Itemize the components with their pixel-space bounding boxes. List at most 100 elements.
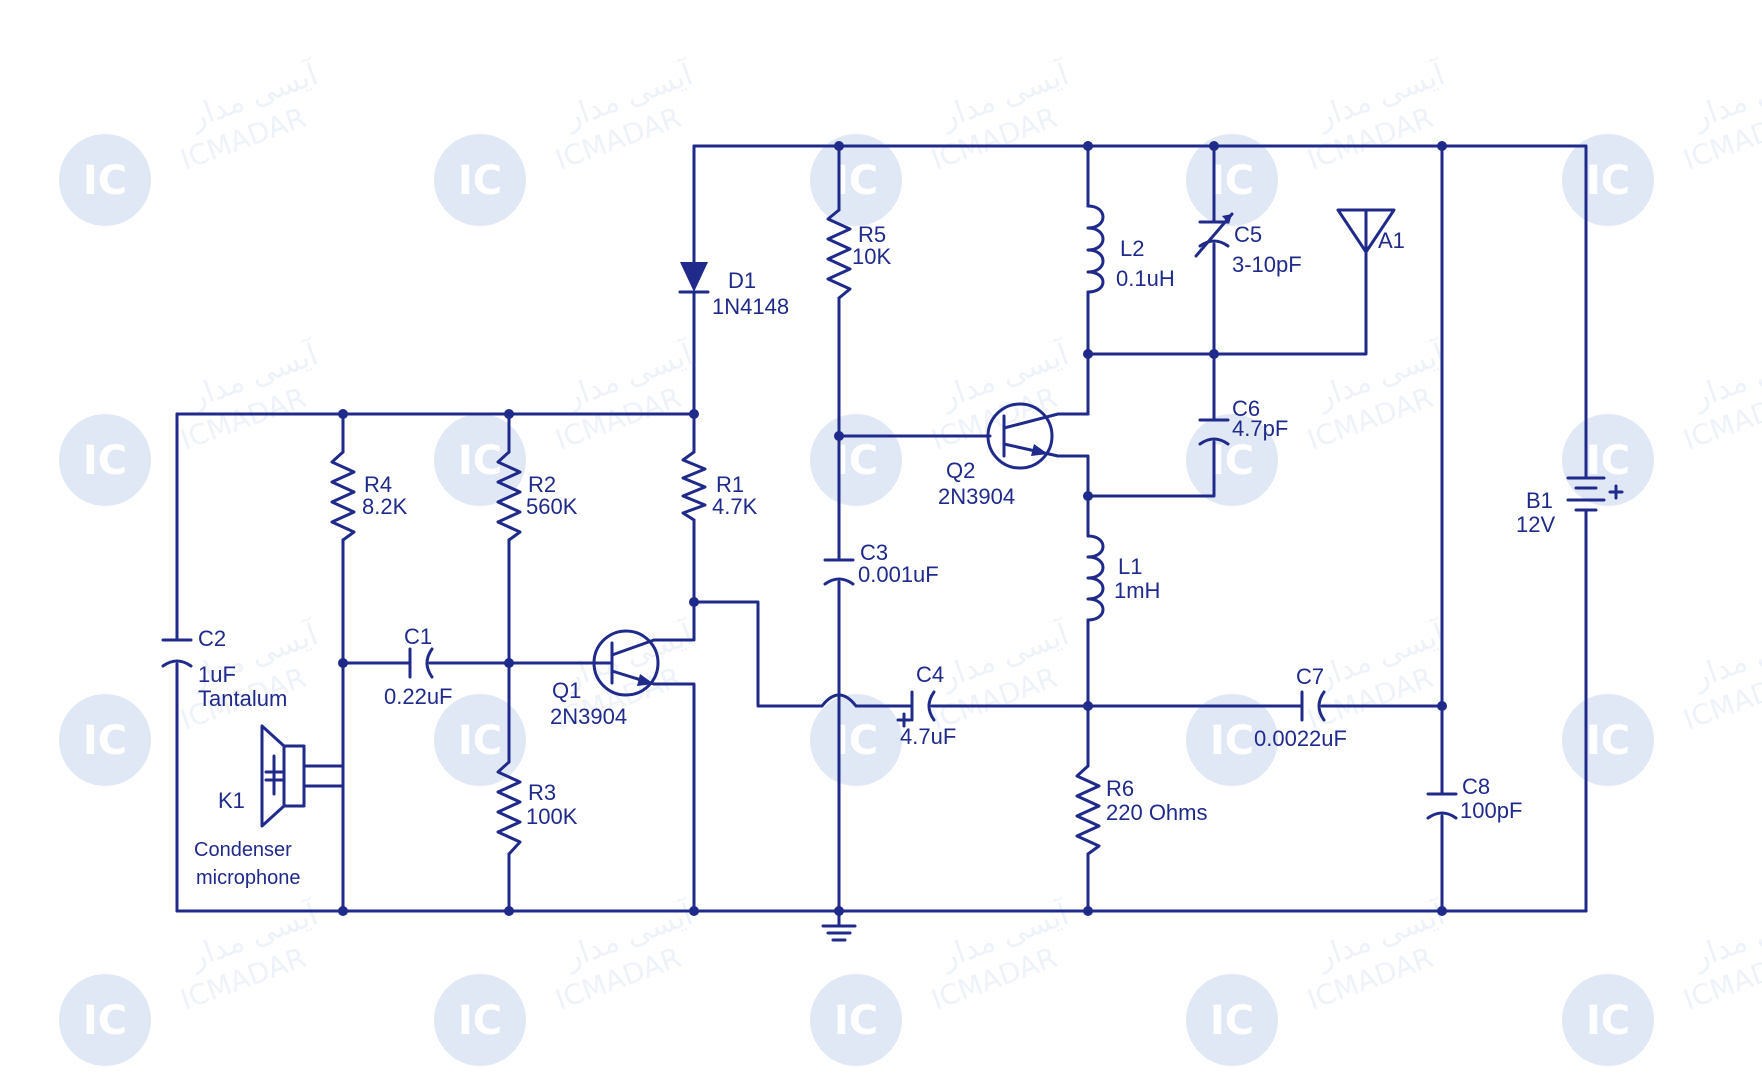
- r4-ref-label: R4: [364, 472, 392, 497]
- r6-resistor: [1075, 764, 1101, 856]
- c8-capacitor: [1426, 792, 1458, 820]
- c5-ref-label: C5: [1234, 222, 1262, 247]
- junction-dot: [338, 906, 348, 916]
- junction-dot: [504, 906, 514, 916]
- c2-value-label: 1uF: [198, 662, 236, 687]
- d1-value-label: 1N4148: [712, 294, 789, 319]
- c1-value-label: 0.22uF: [384, 684, 453, 709]
- watermark-logo-text: IC: [83, 998, 127, 1044]
- watermark-logo-text: IC: [458, 438, 502, 484]
- junction-dot: [689, 906, 699, 916]
- r5-resistor: [826, 208, 852, 300]
- c1-ref-label: C1: [404, 624, 432, 649]
- junction-dot: [1083, 141, 1093, 151]
- junction-dot: [338, 409, 348, 419]
- junction-dot: [834, 141, 844, 151]
- watermark-logo-text: IC: [834, 718, 878, 764]
- q1-emitter-wire: [652, 682, 696, 913]
- junction-dot: [1437, 701, 1447, 711]
- watermark-logo-text: IC: [458, 158, 502, 204]
- c6-bottom-wire: [1086, 440, 1216, 498]
- watermark-circle: [59, 134, 151, 226]
- q2-ref-label: Q2: [946, 458, 975, 483]
- r5-value-label: 10K: [852, 244, 891, 269]
- watermark-logo-text: IC: [83, 438, 127, 484]
- junction-dot: [1083, 701, 1093, 711]
- r2-resistor: [496, 450, 522, 542]
- watermark-logo-text: IC: [1586, 718, 1630, 764]
- junction-dot: [1209, 349, 1219, 359]
- watermark-circle: [810, 694, 902, 786]
- q1-collector-wire: [652, 600, 696, 642]
- r4-value-label: 8.2K: [362, 494, 408, 519]
- q2-value-label: 2N3904: [938, 484, 1015, 509]
- c7-ref-label: C7: [1296, 664, 1324, 689]
- q1-to-c4-wire: [692, 600, 914, 708]
- c2-note-label: Tantalum: [198, 686, 287, 711]
- c5-value-label: 3-10pF: [1232, 252, 1302, 277]
- b1-ref-label: B1: [1526, 488, 1553, 513]
- watermark-logo-text: IC: [458, 998, 502, 1044]
- junction-dot: [1209, 141, 1219, 151]
- a1-antenna: [1336, 208, 1396, 254]
- c2-ref-label: C2: [198, 626, 226, 651]
- junction-dot: [338, 658, 348, 668]
- l2-value-label: 0.1uH: [1116, 266, 1175, 291]
- c4-value-label: 4.7uF: [900, 724, 956, 749]
- labels: D1 1N4148 R5 10K L2 0.1uH C5 3-10pF A1 R…: [194, 222, 1555, 889]
- junction-dot: [834, 906, 844, 916]
- k1-line2-label: microphone: [196, 867, 301, 889]
- watermark-logo-text: IC: [834, 158, 878, 204]
- q1-ref-label: Q1: [552, 678, 581, 703]
- watermark-circle: [434, 694, 526, 786]
- watermark-circle: [1186, 414, 1278, 506]
- watermark-logo-text: IC: [834, 998, 878, 1044]
- r3-resistor: [496, 760, 522, 856]
- watermark-circle: [59, 694, 151, 786]
- l1-inductor: [1086, 534, 1105, 622]
- c8-value-label: 100pF: [1460, 798, 1522, 823]
- junction-dot: [1083, 906, 1093, 916]
- c3-value-label: 0.001uF: [858, 562, 939, 587]
- junction-dot: [1437, 906, 1447, 916]
- l2-inductor: [1086, 204, 1105, 294]
- junction-dot: [1083, 491, 1093, 501]
- c3-capacitor: [823, 558, 855, 586]
- watermark-logo-text: IC: [1586, 438, 1630, 484]
- q2-emitter-wire: [1056, 454, 1090, 538]
- l1-value-label: 1mH: [1114, 578, 1160, 603]
- watermark-logo-text: IC: [1586, 158, 1630, 204]
- watermark-circle: [810, 134, 902, 226]
- watermark-logo-text: IC: [83, 718, 127, 764]
- b1-value-label: 12V: [1516, 512, 1555, 537]
- l2-ref-label: L2: [1120, 236, 1144, 261]
- c7-value-label: 0.0022uF: [1254, 726, 1347, 751]
- r2-ref-label: R2: [528, 472, 556, 497]
- c5-capacitor: [1194, 212, 1234, 258]
- c3-ref-label: C3: [860, 540, 888, 565]
- k1-line1-label: Condenser: [194, 839, 292, 861]
- watermark-logo-text: IC: [1586, 998, 1630, 1044]
- c4-ref-label: C4: [916, 662, 944, 687]
- r5-ref-label: R5: [858, 222, 886, 247]
- watermark-circle: [434, 974, 526, 1066]
- l1-ref-label: L1: [1118, 554, 1142, 579]
- watermark-circle: [434, 134, 526, 226]
- c7-capacitor: [1300, 690, 1326, 722]
- c4-capacitor: [896, 690, 936, 728]
- r6-ref-label: R6: [1106, 776, 1134, 801]
- c2-capacitor: [161, 638, 193, 668]
- watermark-circle: [59, 414, 151, 506]
- junction-dot: [689, 409, 699, 419]
- junction-dot: [504, 409, 514, 419]
- r6-value-label: 220 Ohms: [1106, 800, 1208, 825]
- junctions: [338, 141, 1447, 916]
